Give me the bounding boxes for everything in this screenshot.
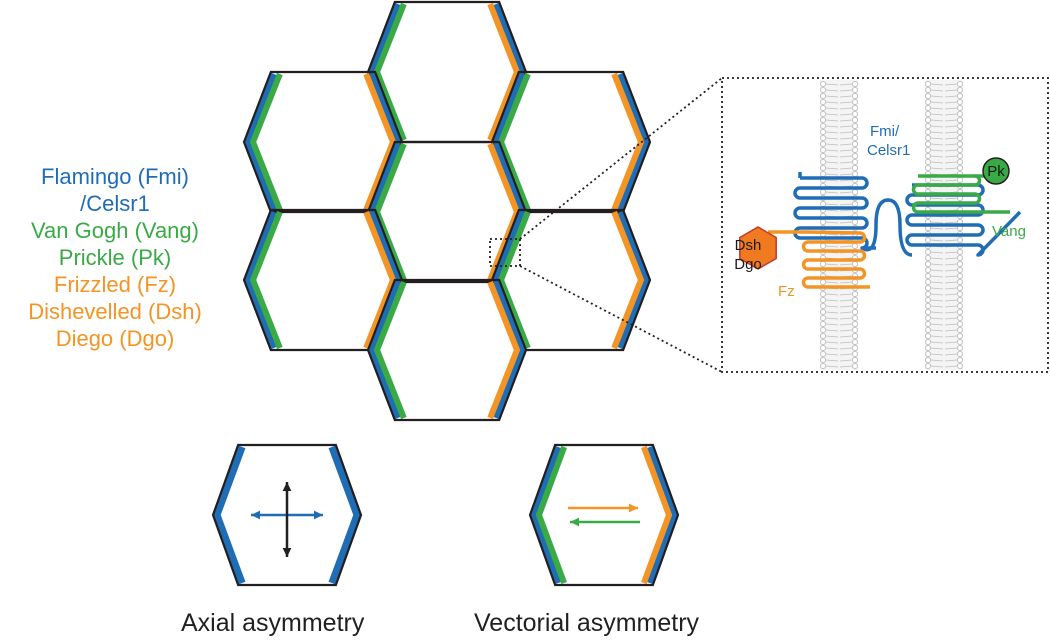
fmi-crescent-left [529, 445, 561, 585]
fmi-crescent-right [328, 445, 361, 585]
lipid-bilayer [819, 80, 859, 370]
vang-crescent [373, 280, 407, 420]
zoom-line-top [519, 77, 723, 240]
fz-crescent [487, 2, 521, 142]
fz-arrow-right [568, 503, 638, 513]
label-fz: Fz [778, 283, 795, 300]
fmi-crescent-right [617, 210, 651, 350]
fmi-crescent-right [617, 72, 651, 212]
fz-crescent [641, 445, 673, 585]
vang-arrow-left [570, 517, 640, 527]
fz-crescent [363, 210, 397, 350]
caption-axial: Axial asymmetry [181, 609, 365, 637]
fmi-crescent-left [243, 72, 277, 212]
label-dsh: Dsh [735, 237, 762, 254]
tissue-cell-6 [490, 208, 652, 352]
legend-celsr1: /Celsr1 [80, 191, 150, 216]
fz-protein [768, 230, 870, 289]
legend-dgo: Diego (Dgo) [55, 326, 175, 351]
legend-dsh: Dishevelled (Dsh) [28, 299, 202, 324]
label-dgo: Dgo [734, 256, 762, 273]
zoom-region-box [489, 238, 521, 267]
cell-outline [366, 278, 528, 422]
caption-vectorial: Vectorial asymmetry [474, 609, 700, 637]
legend-fz: Frizzled (Fz) [53, 272, 177, 297]
vectorial-cell [528, 443, 680, 587]
fmi-crescent-left [367, 280, 401, 420]
vang-crescent [497, 72, 531, 212]
label-pk: Pk [987, 163, 1005, 180]
label-fmi: Fmi/ [870, 123, 900, 140]
label-vang: Vang [992, 223, 1026, 240]
cell-outline [211, 443, 363, 587]
fz-crescent [611, 210, 645, 350]
axial-cell [211, 443, 363, 587]
legend-fmi: Flamingo (Fmi) [41, 164, 189, 189]
zoom-line-bottom [519, 265, 723, 373]
fz-crescent [363, 72, 397, 212]
inset-frame [721, 77, 1049, 373]
protein-legend: Flamingo (Fmi) /Celsr1 Van Gogh (Vang) P… [0, 163, 230, 352]
fmi-crescent-right [647, 445, 679, 585]
tissue-cell-7 [366, 278, 528, 422]
dsh-dgo-complex [739, 226, 777, 270]
fmi-crescent-left [243, 210, 277, 350]
vang-crescent [497, 210, 531, 350]
fz-crescent [487, 280, 521, 420]
vang-crescent [249, 210, 283, 350]
hexagon-tissue-grid [242, 0, 652, 422]
vang-crescent [249, 72, 283, 212]
fmi-crescent-left [213, 445, 246, 585]
legend-pk: Prickle (Pk) [58, 245, 172, 270]
label-celsr1: Celsr1 [867, 142, 910, 159]
zoom-connector [489, 77, 723, 373]
legend-vang: Van Gogh (Vang) [31, 218, 199, 243]
fmi-crescent-right [493, 280, 527, 420]
vang-crescent [535, 445, 567, 585]
vertical-double-arrow [282, 482, 292, 557]
vang-crescent [373, 2, 407, 142]
example-hexagons [211, 443, 680, 587]
fmi-celsr1-protein [793, 172, 1022, 257]
pk-protein [982, 157, 1010, 185]
cell-outline [528, 443, 680, 587]
